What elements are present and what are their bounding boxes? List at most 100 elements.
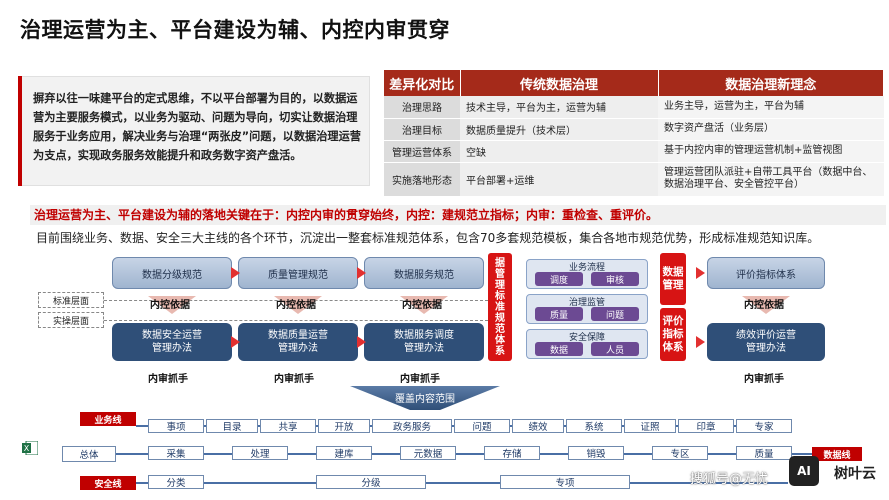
operation-box: 数据安全运营 管理办法 [112, 323, 232, 361]
control-basis-label: 内控依据 [276, 300, 316, 311]
group-item: 调度 [535, 272, 583, 286]
table-cell: 实施落地形态 [384, 162, 460, 197]
audit-label: 内审抓手 [400, 374, 440, 385]
comparison-header: 数据治理新理念 [658, 70, 884, 96]
group-governance-supervision: 治理监管 质量 问题 [526, 294, 648, 324]
table-cell: 数据质量提升（技术层） [460, 118, 658, 141]
group-security-assurance: 安全保障 数据 人员 [526, 329, 648, 359]
standard-box: 数据分级规范 [112, 257, 232, 289]
data-management-column: 数据 管理 [660, 253, 686, 305]
watermark-logo: AI [789, 456, 819, 486]
arrow-down-icon [742, 296, 790, 314]
arrow-right-icon [231, 336, 240, 348]
data-line [116, 453, 812, 455]
table-cell: 基于内控内审的管理运营机制+监管视图 [658, 140, 884, 163]
table-cell: 业务主导，运营为主，平台为辅 [658, 96, 884, 119]
intro-text: 摒弃以往一味建平台的定式思维，不以平台部署为目的，以数据运营为主要服务模式，以业… [18, 76, 370, 186]
layer-label: 标准层面 [38, 292, 104, 308]
business-cell: 问题 [454, 419, 510, 433]
group-business-process: 业务流程 调度 审核 [526, 259, 648, 289]
business-cell: 印章 [678, 419, 734, 433]
group-title: 业务流程 [568, 263, 605, 273]
arrow-down-icon [148, 296, 196, 314]
data-cell: 存储 [484, 446, 540, 460]
control-basis-label: 内控依据 [402, 300, 442, 311]
control-basis-label: 内控依据 [744, 300, 784, 311]
comparison-table: 差异化对比 传统数据治理 数据治理新理念 治理思路 技术主导，平台为主，运营为辅… [384, 70, 884, 197]
data-cell: 销毁 [568, 446, 624, 460]
security-cell: 分类 [148, 475, 204, 489]
group-item: 审核 [591, 272, 639, 286]
security-line [136, 482, 788, 484]
operation-box: 数据质量运营 管理办法 [238, 323, 358, 361]
comparison-header-row: 差异化对比 传统数据治理 数据治理新理念 [384, 70, 884, 96]
security-cell: 专项 [500, 475, 630, 489]
group-item: 质量 [535, 307, 583, 321]
group-item: 人员 [591, 342, 639, 356]
audit-label: 内审抓手 [744, 374, 784, 385]
business-cell: 事项 [148, 419, 204, 433]
group-item: 数据 [535, 342, 583, 356]
security-line-tag: 安全线 [80, 476, 136, 490]
evaluation-index-column: 评价 指标 体系 [660, 308, 686, 361]
data-cell: 元数据 [400, 446, 456, 460]
table-row: 管理运营体系 空缺 基于内控内审的管理运营机制+监管视图 [384, 140, 884, 163]
table-row: 实施落地形态 平台部署+运维 管理运营团队派驻+自带工具平台（数据中台、数据治理… [384, 162, 884, 197]
business-cell: 系统 [566, 419, 622, 433]
page-title: 治理运营为主、平台建设为辅、内控内审贯穿 [20, 18, 450, 42]
arrow-right-icon [231, 267, 240, 279]
standard-box: 质量管理规范 [238, 257, 358, 289]
table-row: 治理目标 数据质量提升（技术层） 数字资产盘活（业务层） [384, 118, 884, 141]
operation-box: 数据服务调度 管理办法 [364, 323, 484, 361]
coverage-scope-header: 覆盖内容范围 [350, 386, 500, 410]
data-cell: 采集 [148, 446, 204, 460]
security-cell: 分级 [316, 475, 426, 489]
standard-box: 评价指标体系 [707, 257, 825, 289]
layer-label: 实操层面 [38, 312, 104, 328]
data-cell: 质量 [736, 446, 792, 460]
summary-statement: 目前围绕业务、数据、安全三大主线的各个环节，沉淀出一整套标准规范体系，包含70多… [36, 231, 820, 245]
arrow-right-icon [696, 267, 705, 279]
table-cell: 管理运营体系 [384, 140, 460, 163]
divider [104, 320, 488, 321]
data-cell: 专区 [652, 446, 708, 460]
table-cell: 数字资产盘活（业务层） [658, 118, 884, 141]
table-cell: 治理目标 [384, 118, 460, 141]
table-cell: 技术主导，平台为主，运营为辅 [460, 96, 658, 119]
comparison-header: 差异化对比 [384, 70, 461, 96]
arrow-right-icon [357, 267, 366, 279]
standard-box: 数据服务规范 [364, 257, 484, 289]
key-statement: 治理运营为主、平台建设为辅的落地关键在于：内控内审的贯穿始终，内控：建规范立指标… [30, 205, 886, 225]
business-cell: 证照 [624, 419, 676, 433]
data-cell: 建库 [316, 446, 372, 460]
audit-label: 内审抓手 [148, 374, 188, 385]
table-row: 治理思路 技术主导，平台为主，运营为辅 业务主导，运营为主，平台为辅 [384, 96, 884, 119]
arrow-right-icon [357, 336, 366, 348]
business-cell: 专家 [736, 419, 792, 433]
group-item: 问题 [591, 307, 639, 321]
group-title: 治理监管 [568, 298, 605, 308]
control-basis-label: 内控依据 [150, 300, 190, 311]
business-cell: 绩效 [512, 419, 564, 433]
svg-text:X: X [24, 444, 30, 453]
watermark-brand: 树叶云 [834, 466, 876, 482]
table-cell: 治理思路 [384, 96, 460, 119]
data-cell: 处理 [232, 446, 288, 460]
table-cell: 平台部署+运维 [460, 162, 658, 197]
group-title: 安全保障 [568, 333, 605, 343]
excel-icon: X [22, 440, 39, 456]
intro-accent-bar [18, 76, 22, 186]
business-cell: 目录 [206, 419, 258, 433]
arrow-down-icon [274, 296, 322, 314]
audit-label: 内审抓手 [274, 374, 314, 385]
arrow-down-icon [400, 296, 448, 314]
comparison-header: 传统数据治理 [460, 70, 659, 96]
data-line-tag: 数据线 [812, 447, 862, 461]
watermark-text: 搜狐号@无忧 [690, 472, 769, 487]
business-line-tag: 业务线 [80, 412, 136, 426]
table-cell: 管理运营团队派驻+自带工具平台（数据中台、数据治理平台、安全管控平台） [658, 162, 884, 197]
business-cell: 共享 [260, 419, 316, 433]
overall-cell: 总体 [62, 446, 116, 462]
operation-box: 绩效评价运营 管理办法 [707, 323, 825, 361]
business-cell: 政务服务 [372, 419, 452, 433]
